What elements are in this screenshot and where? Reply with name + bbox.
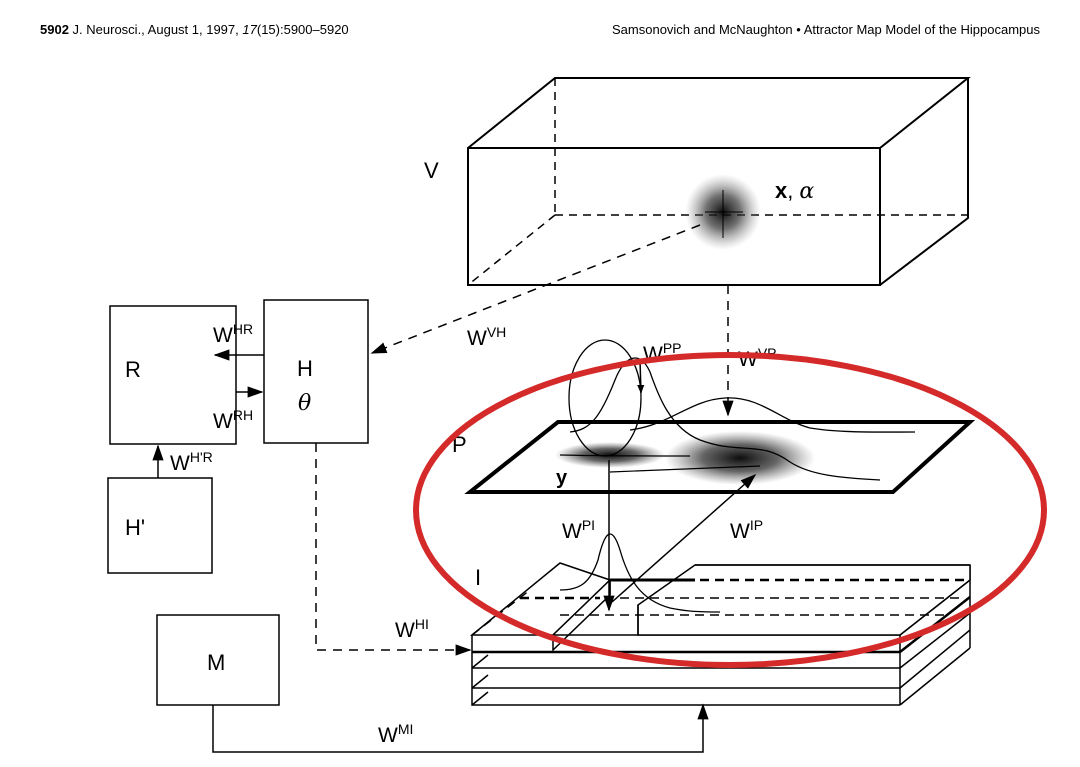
weight-hi: WHI xyxy=(395,616,429,642)
p-layer xyxy=(464,357,976,494)
label-h: H xyxy=(297,356,313,381)
volume: 17 xyxy=(242,22,257,37)
p-activity-blob-main xyxy=(665,431,815,485)
arrow-pp xyxy=(637,359,645,394)
weight-rh-base: W xyxy=(213,410,233,433)
var-x: x xyxy=(775,178,788,203)
weight-pi-sup: PI xyxy=(582,517,595,533)
label-r: R xyxy=(125,357,141,382)
weight-rh-sup: RH xyxy=(233,407,253,423)
weight-hprime-r: WH'R xyxy=(170,449,213,475)
weight-hprime-r-sup: H'R xyxy=(190,449,213,465)
weight-ip-base: W xyxy=(730,520,750,543)
i-stack xyxy=(469,562,971,706)
weight-vp-base: W xyxy=(738,348,758,371)
page-number: 5902 xyxy=(40,22,69,37)
weight-ip: WIP xyxy=(730,517,763,543)
label-h-prime: H' xyxy=(125,515,145,540)
weight-mi-base: W xyxy=(378,724,398,747)
weight-hr-base: W xyxy=(213,324,233,347)
h-module-box xyxy=(263,299,369,444)
weight-hi-sup: HI xyxy=(415,616,429,632)
header-citation: 5902 J. Neurosci., August 1, 1997, 17(15… xyxy=(40,20,349,40)
var-alpha: α xyxy=(799,179,814,204)
label-v: V xyxy=(424,158,439,183)
weight-hr-sup: HR xyxy=(233,321,253,337)
arrow-vh xyxy=(370,224,701,354)
weight-ip-sup: IP xyxy=(750,517,763,533)
m-module-box xyxy=(156,614,280,706)
issue-pages: (15):5900–5920 xyxy=(256,22,349,37)
weight-mi-sup: MI xyxy=(398,721,414,737)
weight-pp-sup: PP xyxy=(663,340,682,356)
var-y: y xyxy=(556,467,568,489)
weight-hi-base: W xyxy=(395,619,415,642)
v-blob-crosshair xyxy=(705,190,743,238)
var-comma: , xyxy=(787,178,793,203)
weight-pi-base: W xyxy=(562,520,582,543)
journal-info: J. Neurosci., August 1, 1997, xyxy=(72,22,239,37)
arrow-ip xyxy=(611,473,757,603)
weight-vh-base: W xyxy=(467,327,487,350)
page-header: 5902 J. Neurosci., August 1, 1997, 17(15… xyxy=(40,20,1040,40)
arrow-hi xyxy=(315,443,472,656)
weight-mi: WMI xyxy=(378,721,413,747)
label-position-vars: x,α xyxy=(775,178,814,204)
weight-vh-sup: VH xyxy=(487,324,506,340)
label-m: M xyxy=(207,650,225,675)
label-i: I xyxy=(475,565,481,590)
label-theta: θ xyxy=(298,391,311,416)
weight-rh: WRH xyxy=(213,407,253,433)
weight-hprime-r-base: W xyxy=(170,452,190,475)
v-box xyxy=(467,77,971,286)
arrow-mi xyxy=(212,703,709,753)
i-bump-curve xyxy=(559,533,721,613)
weight-hr: WHR xyxy=(213,321,253,347)
r-module-box xyxy=(109,305,237,445)
highlight-ellipse xyxy=(413,352,1047,668)
running-title: Samsonovich and McNaughton • Attractor M… xyxy=(612,22,1040,37)
weight-vh: WVH xyxy=(467,324,506,350)
pp-recurrent-loop xyxy=(568,339,642,457)
weight-pi: WPI xyxy=(562,517,595,543)
h-prime-module-box xyxy=(107,477,213,574)
